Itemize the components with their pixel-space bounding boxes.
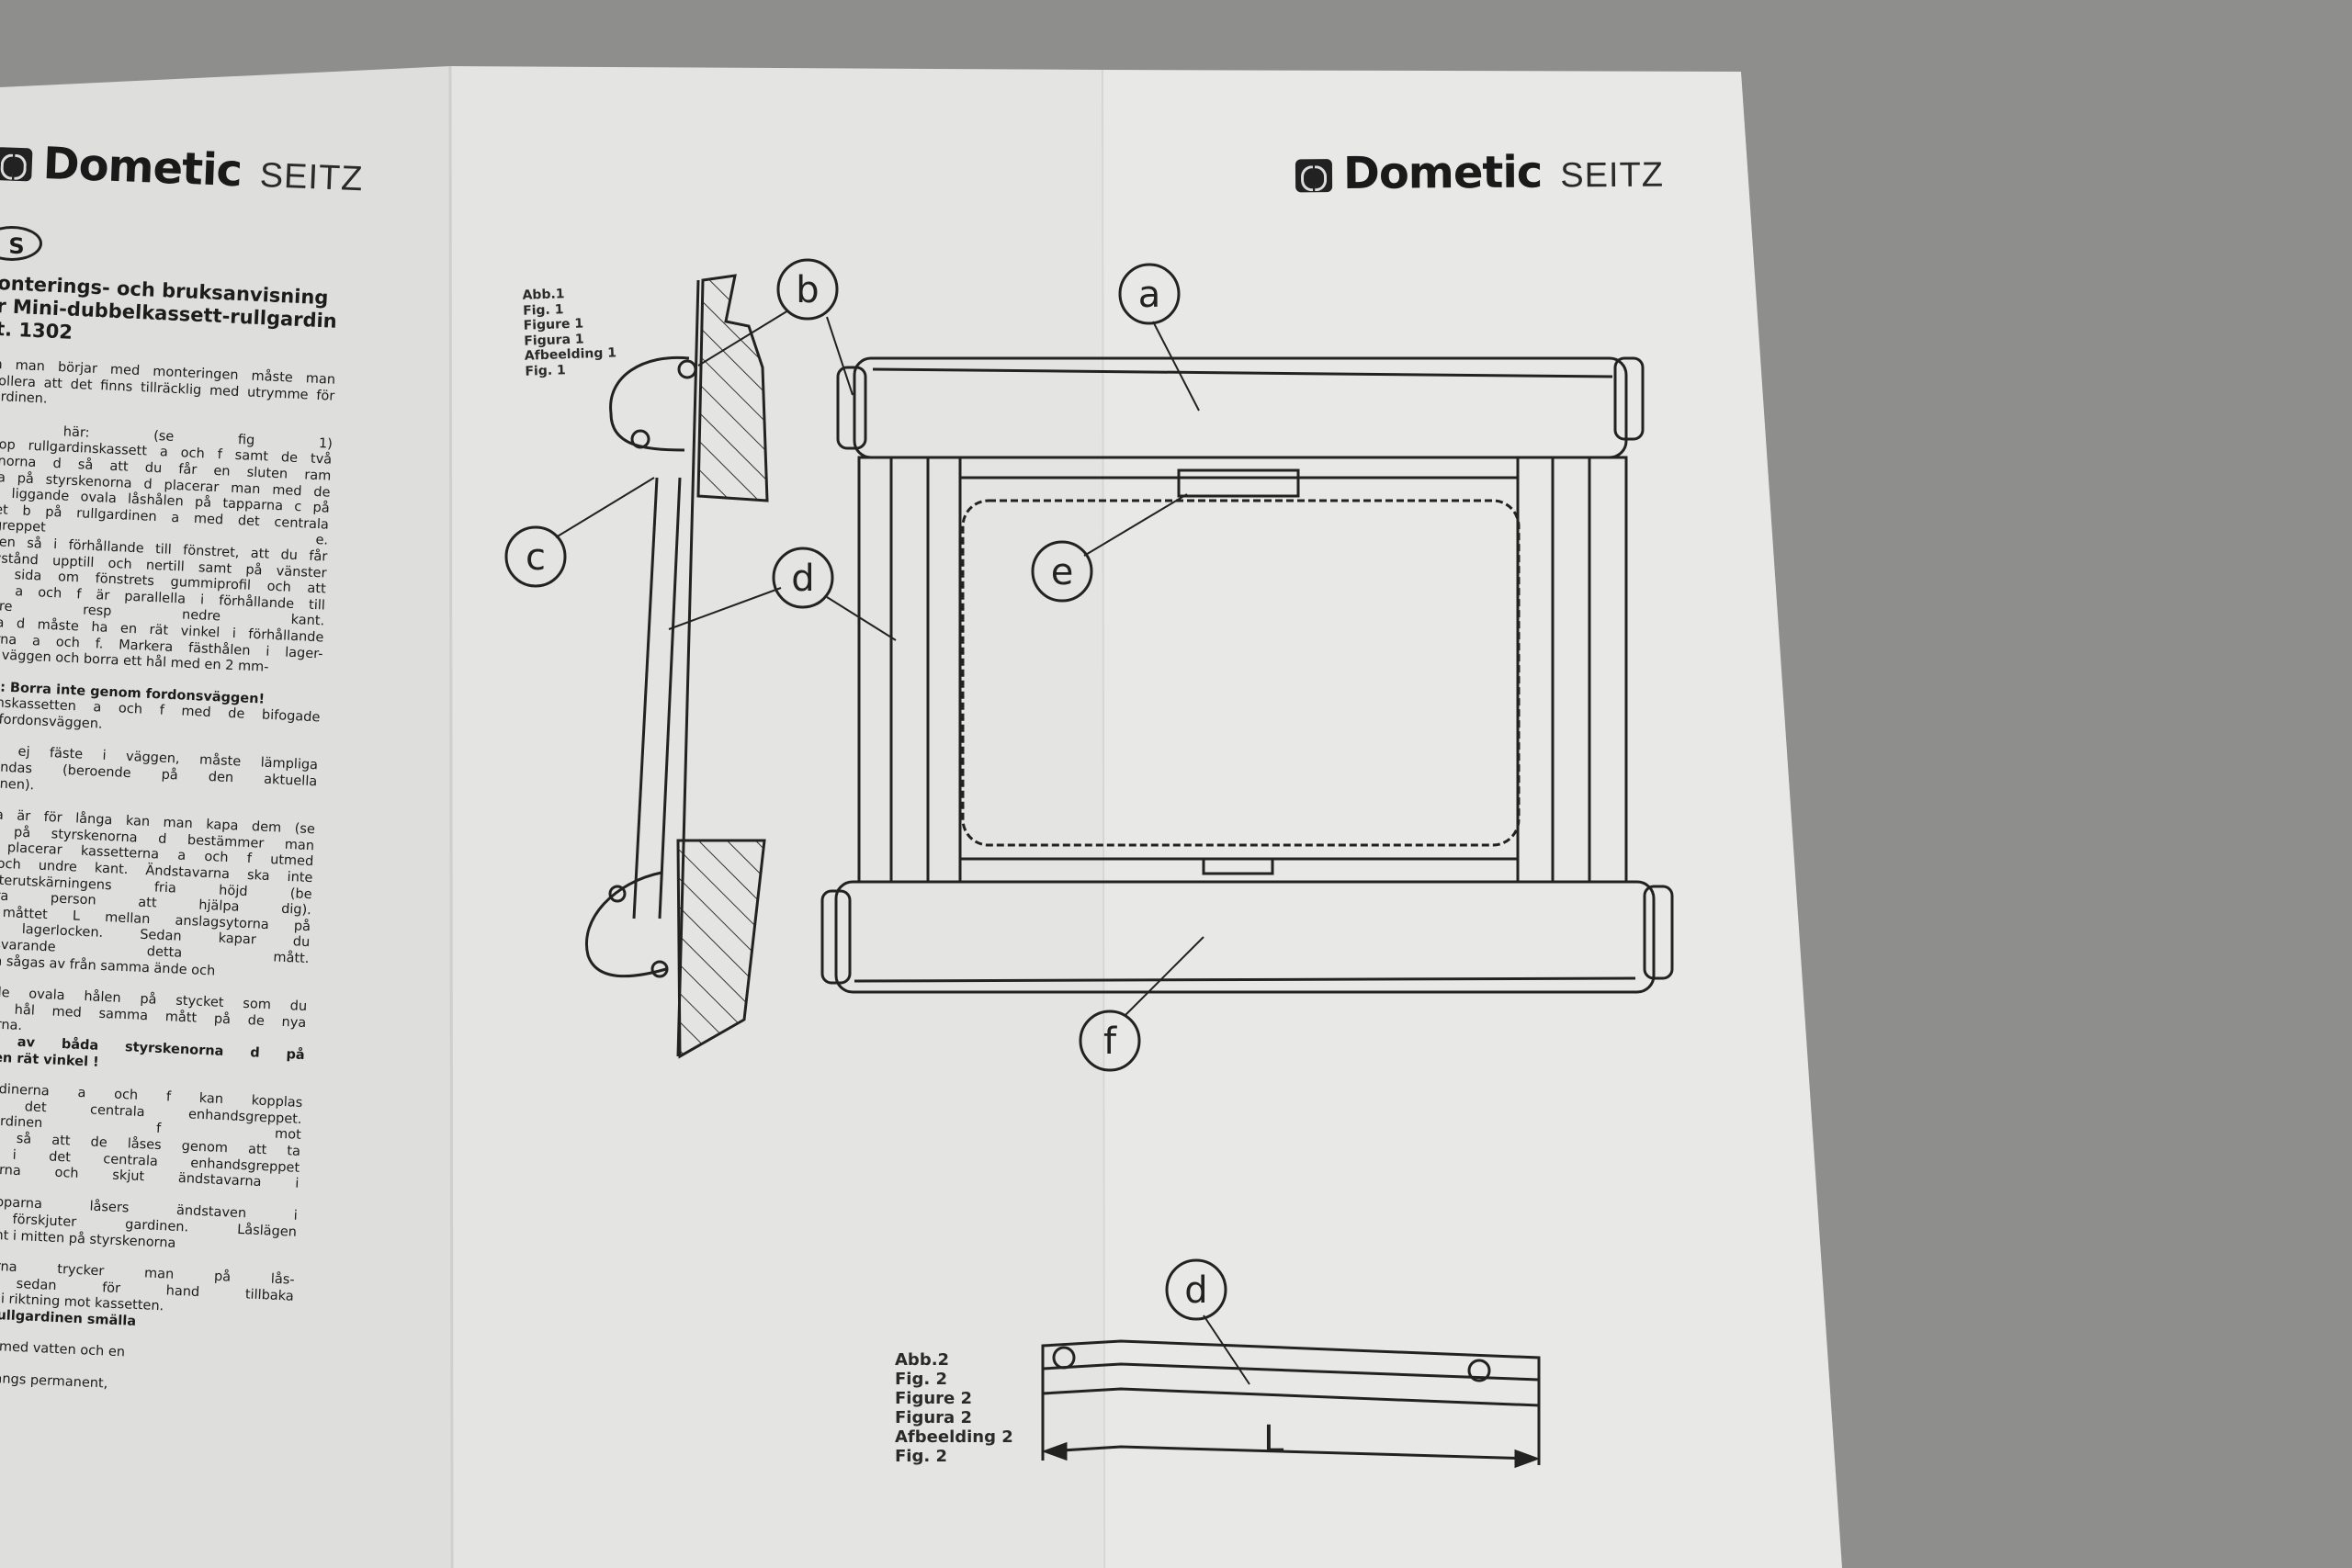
callout-label: a	[1138, 274, 1161, 316]
fig-label: Abb.2	[895, 1350, 950, 1370]
cassette-line	[872, 367, 1613, 378]
callout-label: f	[1103, 1021, 1117, 1063]
rail-line	[658, 477, 682, 919]
pin	[650, 960, 669, 978]
callout-label: d	[1184, 1269, 1207, 1312]
left-rail-d	[857, 456, 962, 884]
leader-line	[826, 316, 854, 396]
wall-section-bottom	[676, 839, 766, 1059]
leader-line	[1152, 321, 1200, 412]
front-view	[820, 356, 1674, 994]
leader-line	[668, 587, 782, 630]
end-cap	[1643, 885, 1674, 980]
end-cap	[836, 366, 867, 450]
leader-lines	[555, 310, 1250, 1385]
end-cap	[1613, 356, 1645, 441]
oval-hole	[1467, 1359, 1491, 1382]
bottom-handle	[1202, 857, 1274, 875]
wall-line	[676, 279, 700, 1057]
paper-right-panel	[1102, 70, 1842, 1568]
fig-label: Fig. 2	[895, 1370, 947, 1389]
fig-label: Figura 2	[895, 1408, 972, 1427]
leader-line	[555, 477, 655, 538]
arrow-head	[1041, 1441, 1068, 1461]
leader-line	[1083, 493, 1188, 557]
callout-f: f	[1079, 1010, 1141, 1072]
leader-line	[1203, 1314, 1250, 1385]
callout-a: a	[1118, 263, 1181, 325]
language-badge: S	[0, 226, 42, 261]
end-cap	[820, 889, 852, 985]
arrow-head	[1514, 1449, 1541, 1469]
side-section-view	[585, 274, 769, 1059]
fig-label: Fig. 2	[895, 1447, 947, 1466]
bottom-cassette-profile	[585, 871, 667, 978]
callout-d: d	[772, 547, 834, 609]
rail-outline	[1041, 1339, 1541, 1407]
pin	[677, 359, 697, 379]
callout-label: d	[791, 558, 814, 600]
callout-d-fig2: d	[1165, 1258, 1227, 1321]
figure2-caption: Abb.2 Fig. 2 Figure 2 Figura 2 Afbeeldin…	[895, 1350, 1013, 1466]
leader-line	[697, 310, 789, 367]
rail-groove	[1042, 1362, 1540, 1382]
oval-hole	[1052, 1346, 1076, 1370]
bottom-cassette-f	[834, 880, 1656, 994]
cassette-line	[854, 976, 1636, 983]
callout-label: c	[526, 536, 546, 579]
paper-middle-panel	[450, 66, 1102, 1568]
fig-label: Figure 2	[895, 1389, 973, 1408]
callout-b: b	[776, 258, 839, 321]
wall-section-top	[696, 274, 769, 502]
top-cassette-a	[853, 356, 1628, 459]
figure2-rail	[1041, 1339, 1541, 1469]
dimension-label-L: L	[1263, 1418, 1284, 1461]
pin	[608, 885, 627, 903]
leader-line	[1125, 936, 1204, 1016]
fig-label: Afbeelding 2	[895, 1427, 1013, 1447]
leader-line	[826, 596, 897, 641]
fold-line	[448, 65, 454, 1568]
paper-left-panel	[0, 66, 450, 1568]
central-handle-e	[1177, 468, 1300, 498]
callout-c: c	[504, 525, 567, 588]
fold-line	[1102, 69, 1105, 1568]
rail-line	[632, 477, 659, 919]
callout-label: b	[796, 269, 819, 311]
dimension-line	[1046, 1445, 1535, 1461]
pin	[630, 429, 650, 449]
window-pane	[961, 499, 1521, 847]
callout-label: e	[1051, 551, 1074, 593]
right-rail-d	[1516, 456, 1628, 884]
callout-e: e	[1031, 540, 1093, 603]
top-cassette-profile	[609, 355, 690, 452]
